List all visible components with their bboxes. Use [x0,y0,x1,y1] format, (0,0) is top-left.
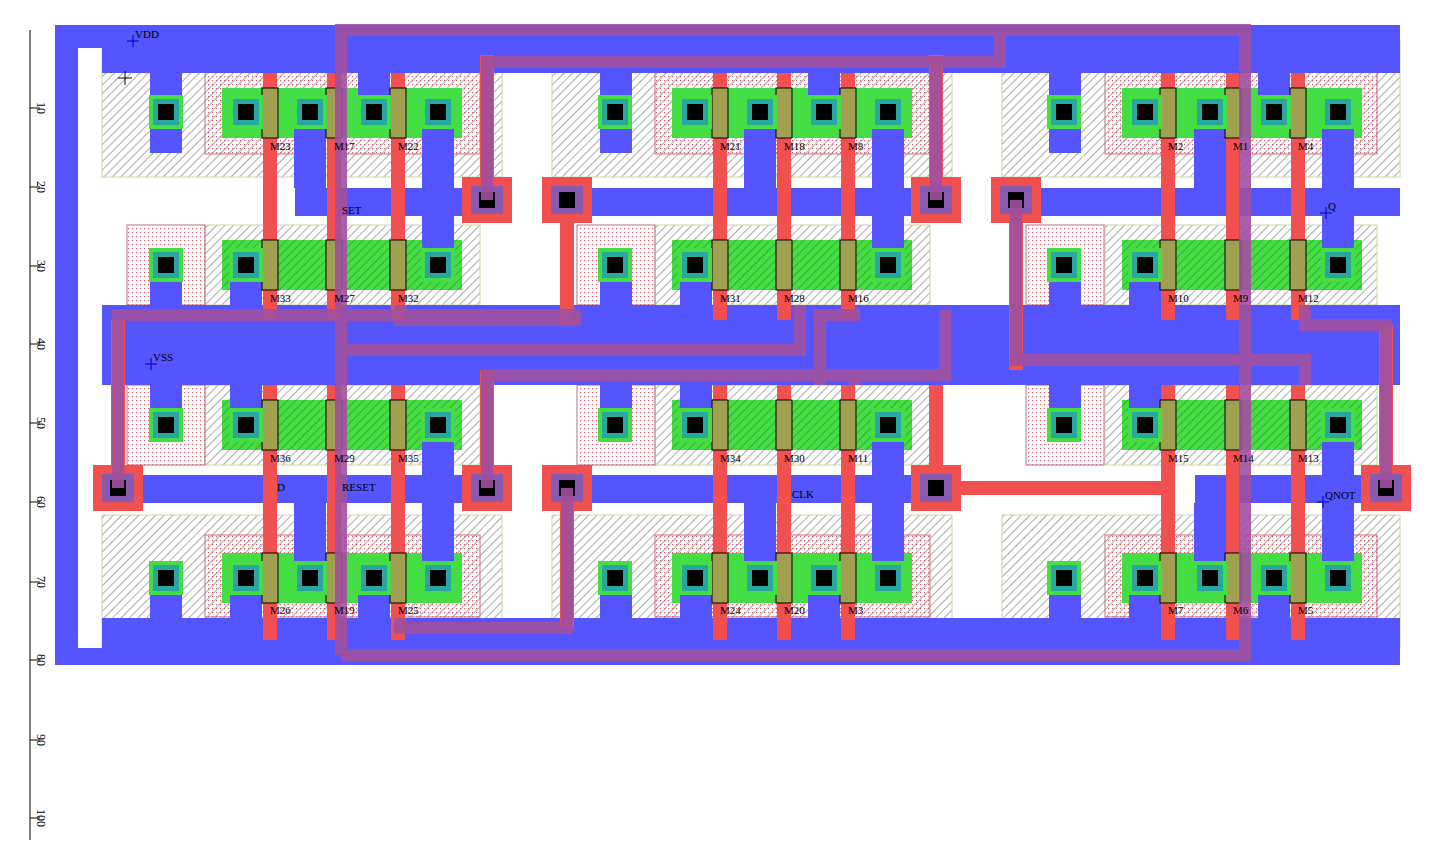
transistor-name: M30 [784,453,805,464]
axis-value: 10 [35,102,47,114]
transistor-name: M19 [334,605,355,616]
transistor-name: M2 [1168,141,1183,152]
transistor-name: M36 [270,453,291,464]
axis-value: 80 [35,654,47,666]
transistor-name: M6 [1233,605,1248,616]
transistor-name: M29 [334,453,355,464]
transistor-name: M10 [1168,293,1189,304]
axis-value: 70 [35,576,47,588]
transistor-name: M34 [720,453,741,464]
axis-value: 60 [35,496,47,508]
transistor-name: M21 [720,141,741,152]
transistor-name: M14 [1233,453,1254,464]
transistor-name: M27 [334,293,355,304]
transistor-name: M17 [334,141,355,152]
transistor-name: M31 [720,293,741,304]
transistor-name: M8 [848,141,863,152]
signal-label: CLK [792,489,814,500]
axis-value: 100 [35,809,47,827]
axis-value: 90 [35,734,47,746]
transistor-name: M9 [1233,293,1248,304]
transistor-name: M28 [784,293,805,304]
axis-value: 20 [35,181,47,193]
transistor-name: M33 [270,293,291,304]
transistor-name: M4 [1298,141,1313,152]
axis-value: 40 [35,338,47,350]
transistor-name: M7 [1168,605,1183,616]
transistor-name: M13 [1298,453,1319,464]
pin-label: VSS [153,352,173,363]
signal-label: RESET [342,482,376,493]
transistor-name: M24 [720,605,741,616]
transistor-name: M15 [1168,453,1189,464]
transistor-name: M16 [848,293,869,304]
transistor-name: M1 [1233,141,1248,152]
transistor-name: M26 [270,605,291,616]
transistor-name: M23 [270,141,291,152]
transistor-name: M20 [784,605,805,616]
transistor-name: M3 [848,605,863,616]
transistor-name: M12 [1298,293,1319,304]
transistor-name: M22 [398,141,419,152]
pin-label: VDD [135,29,159,40]
axis-value: 30 [35,260,47,272]
transistor-name: M35 [398,453,419,464]
signal-label: D [277,482,285,493]
transistor-name: M5 [1298,605,1313,616]
transistor-name: M11 [848,453,868,464]
pin-label: QNOT [1325,490,1356,501]
pin-label: Q [1328,201,1336,212]
signal-label: SET [342,205,362,216]
transistor-name: M32 [398,293,419,304]
transistor-name: M18 [784,141,805,152]
axis-value: 50 [35,417,47,429]
transistor-name: M25 [398,605,419,616]
